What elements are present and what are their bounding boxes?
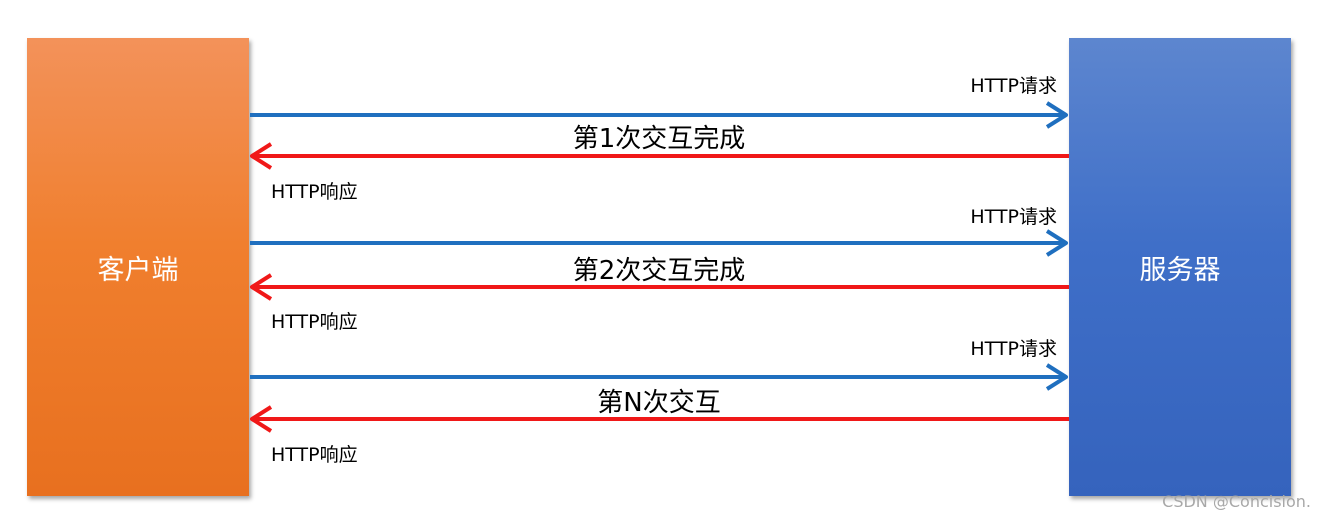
response-label-1: HTTP响应 — [271, 181, 358, 203]
exchange-3-arrows — [250, 363, 1069, 433]
watermark: CSDN @Concision. — [1162, 492, 1311, 511]
request-arrowhead-2 — [1045, 229, 1068, 257]
exchange-label-3: 第N次交互 — [597, 388, 721, 418]
server-box: 服务器 — [1069, 38, 1291, 496]
client-label: 客户端 — [97, 254, 179, 286]
request-label-1: HTTP请求 — [970, 75, 1057, 97]
response-arrowhead-2 — [250, 273, 273, 301]
server-label: 服务器 — [1139, 254, 1221, 286]
exchange-1-arrows — [250, 101, 1069, 170]
response-label-3: HTTP响应 — [271, 444, 358, 466]
exchange-label-2: 第2次交互完成 — [572, 256, 746, 286]
response-arrowhead-1 — [250, 142, 273, 170]
exchange-2-arrows — [250, 229, 1069, 301]
request-label-3: HTTP请求 — [970, 338, 1057, 360]
response-arrowhead-3 — [250, 405, 273, 433]
exchange-label-1: 第1次交互完成 — [572, 124, 746, 154]
request-arrowhead-1 — [1045, 101, 1068, 129]
request-arrowhead-3 — [1045, 363, 1068, 391]
client-box: 客户端 — [27, 38, 249, 496]
response-label-2: HTTP响应 — [271, 311, 358, 333]
request-label-2: HTTP请求 — [970, 206, 1057, 228]
